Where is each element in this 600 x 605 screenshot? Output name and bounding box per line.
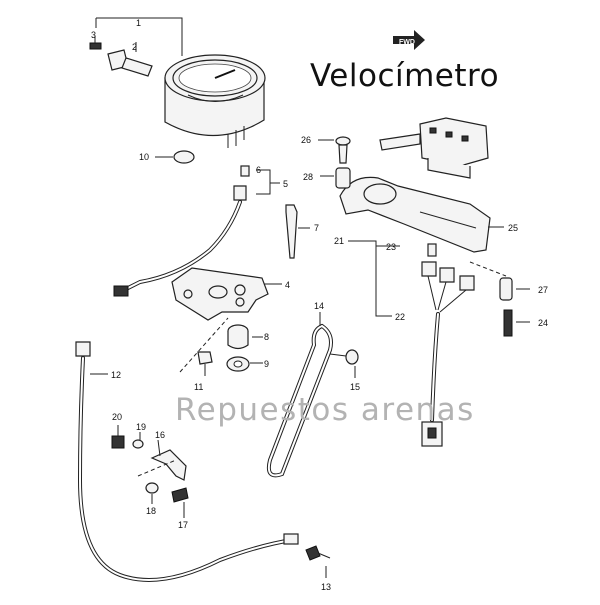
speedometer-assembly — [89, 17, 266, 148]
fwd-arrow-icon: FWD — [393, 30, 425, 50]
small-parts-16-20 — [111, 425, 189, 518]
bracket-4 — [171, 267, 282, 321]
callout-26: 26 — [301, 135, 311, 145]
callout-27: 27 — [538, 285, 548, 295]
callout-8: 8 — [264, 332, 269, 342]
callout-22: 22 — [395, 312, 405, 322]
callout-1: 1 — [136, 18, 141, 28]
callout-25: 25 — [508, 223, 518, 233]
callout-18: 18 — [146, 506, 156, 516]
callout-6: 6 — [256, 165, 261, 175]
page-title: Velocímetro — [310, 58, 500, 94]
speedometer-cable-12 — [75, 341, 299, 582]
rod-14 — [266, 312, 333, 478]
callout-10: 10 — [139, 152, 149, 162]
socket-harness — [113, 165, 280, 297]
callout-5: 5 — [283, 179, 288, 189]
callout-3: 3 — [91, 30, 96, 40]
socket-27-bolt-24 — [469, 261, 530, 337]
callout-11: 11 — [194, 382, 203, 392]
callout-labels: 1 2 3 4 5 6 7 8 9 10 11 12 13 14 15 16 1… — [91, 18, 548, 592]
callout-7: 7 — [314, 223, 319, 233]
callout-15: 15 — [350, 382, 360, 392]
callout-14: 14 — [314, 301, 324, 311]
watermark: Repuestos arenas — [175, 392, 475, 428]
callout-28: 28 — [303, 172, 313, 182]
meter-bracket-25 — [339, 117, 504, 253]
fwd-label: FWD — [399, 39, 415, 46]
bolt-13 — [305, 545, 331, 578]
bolt-15 — [329, 349, 359, 378]
callout-17: 17 — [178, 520, 188, 530]
callout-21: 21 — [334, 236, 344, 246]
screw-26-grommet-28 — [318, 136, 351, 189]
callout-12: 12 — [111, 370, 121, 380]
callout-24: 24 — [538, 318, 548, 328]
harness-21-22-23 — [348, 240, 475, 447]
callout-9: 9 — [264, 359, 269, 369]
callout-23: 23 — [386, 242, 396, 252]
callout-19: 19 — [136, 422, 146, 432]
callout-4: 4 — [285, 280, 290, 290]
callout-16: 16 — [155, 430, 165, 440]
callout-20: 20 — [112, 412, 122, 422]
bolt-7 — [285, 204, 310, 259]
callout-2: 2 — [132, 42, 137, 52]
callout-13: 13 — [321, 582, 331, 592]
fasteners-8-9-11 — [179, 317, 263, 376]
cap-10 — [155, 150, 195, 164]
